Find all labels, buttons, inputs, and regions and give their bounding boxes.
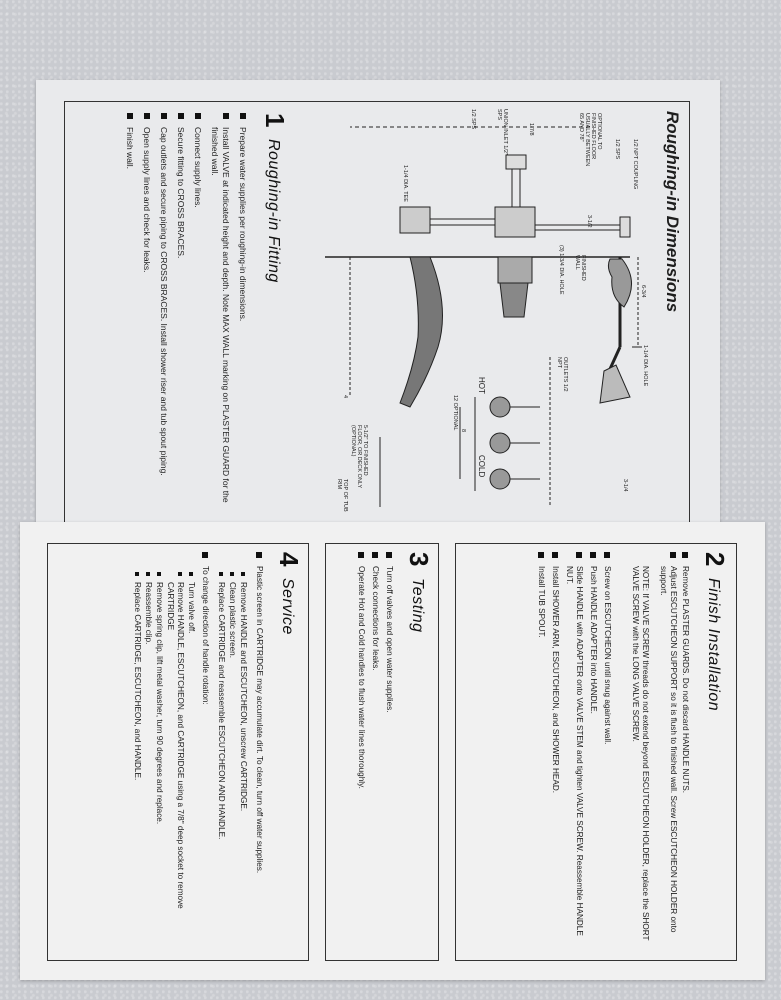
rotation-step: Remove HANDLE, ESCUTCHEON, and CARTRIDGE… bbox=[165, 572, 185, 948]
step-1-item: Open supply lines and check for leaks. bbox=[141, 113, 152, 509]
instructions-sheet: 2 Finish Installation Remove PLASTER GUA… bbox=[20, 522, 765, 980]
service-panel: 4 Service Plastic screen in CARTRIDGE ma… bbox=[47, 543, 309, 961]
testing-panel: 3 Testing Turn off valves and open water… bbox=[325, 543, 439, 961]
instructions-sheet-content: 2 Finish Installation Remove PLASTER GUA… bbox=[27, 531, 757, 971]
dim-4: 4 bbox=[342, 395, 348, 399]
step-4-body: Plastic screen in CARTRIDGE may accumula… bbox=[131, 552, 264, 948]
step-4-title: Service bbox=[279, 578, 296, 635]
step-1-number: 1 bbox=[260, 113, 290, 128]
dim-3-1-2: 3-1/2 bbox=[586, 215, 592, 228]
step-1-item: Prepare water supplies per roughing-in d… bbox=[237, 113, 248, 509]
tub-rim-label: TOP OF TUB RIM bbox=[336, 479, 348, 512]
step-2-item: Adjust ESCUTCHEON SUPPORT so it is flush… bbox=[658, 552, 678, 948]
step-3-number: 3 bbox=[404, 552, 434, 567]
step-2-item: Push HANDLE ADAPTER into HANDLE. bbox=[588, 552, 598, 948]
step-2-item: Slide HANDLE with ADAPTER onto VALVE STE… bbox=[564, 552, 584, 948]
floor-note-label: 5-1/2" TO FINISHED FLOOR, OR DECK ONLY (… bbox=[350, 425, 368, 489]
sps-bottom-label: 1/2 SPS bbox=[470, 109, 476, 130]
cold-label: COLD bbox=[477, 455, 486, 478]
cold-valve bbox=[489, 468, 540, 490]
step-1-item: Install VALVE at indicated height and de… bbox=[209, 113, 231, 509]
step-2-item: Install TUB SPOUT. bbox=[536, 552, 546, 948]
rotation-steps-list: Turn valve off. Remove HANDLE, ESCUTCHEO… bbox=[132, 572, 196, 948]
dim-8: 8 bbox=[460, 429, 466, 433]
step-2-list: Remove PLASTER GUARDS. Do not discard HA… bbox=[652, 552, 690, 948]
clean-step: Replace CARTRIDGE and reassemble ESCUTCH… bbox=[216, 572, 226, 948]
dim-3-1-4: 3-1/4 bbox=[622, 479, 628, 492]
step-3-title: Testing bbox=[409, 578, 426, 633]
clean-steps-list: Remove HANDLE and ESCUTCHEON, unscrew CA… bbox=[216, 572, 248, 948]
step-2-item: Remove PLASTER GUARDS. Do not discard HA… bbox=[680, 552, 690, 948]
union-inlet-label: UNION INLET 1/2" SPS bbox=[496, 109, 508, 155]
step-2-list-continued: Screw on ESCUTCHEON until snug against w… bbox=[532, 552, 612, 948]
tee-label: 1-1/4 DIA. TEE bbox=[402, 165, 408, 202]
step-1-list: Prepare water supplies per roughing-in d… bbox=[118, 113, 248, 509]
clean-step: Clean plastic screen. bbox=[227, 572, 237, 948]
bullet-marker bbox=[256, 552, 262, 558]
bullet-marker bbox=[202, 552, 208, 558]
dim-12-optional: 12 OPTIONAL bbox=[452, 395, 458, 431]
finish-installation-panel: 2 Finish Installation Remove PLASTER GUA… bbox=[455, 543, 737, 961]
rotation-intro-text: To change direction of handle rotation: bbox=[201, 566, 210, 705]
roughing-in-dimensions-title: Roughing-in Dimensions bbox=[663, 111, 682, 313]
step-1-item: Secure fitting to CROSS BRACES. bbox=[175, 113, 186, 509]
step-2-note: NOTE: If VALVE SCREW threads do not exte… bbox=[631, 566, 650, 941]
optional-floor-label: OPTIONAL TO FINISHED FLOOR USUALLY BETWE… bbox=[578, 113, 602, 167]
step-2-item: Screw on ESCUTCHEON until snug against w… bbox=[602, 552, 612, 948]
step-4-intro: Plastic screen in CARTRIDGE may accumula… bbox=[254, 552, 264, 948]
roughing-in-sheet: Roughing-in Dimensions bbox=[36, 80, 720, 542]
hot-valve bbox=[489, 396, 540, 418]
rotation-step: Reassemble clip. bbox=[143, 572, 153, 948]
step-4-number: 4 bbox=[274, 552, 304, 567]
step-2-number: 2 bbox=[700, 552, 730, 567]
finished-wall-label: FINISHED WALL bbox=[574, 255, 586, 281]
step-2-title: Finish Installation bbox=[705, 578, 722, 712]
roughing-in-diagram bbox=[325, 126, 642, 507]
step-3-item: Operate Hot and Cold handles to flush wa… bbox=[356, 552, 366, 948]
center-valve bbox=[489, 432, 540, 454]
dim-1-7-8: 1-7/8 bbox=[528, 123, 534, 136]
rotation-step: Replace CARTRIDGE, ESCUTCHEON, and HANDL… bbox=[132, 572, 142, 948]
step-1-item: Connect supply lines. bbox=[192, 113, 203, 509]
dia-hole-label: 1-1/4 DIA. HOLE bbox=[642, 345, 648, 387]
step-2-item: Install SHOWER ARM, ESCUTCHEON, and SHOW… bbox=[550, 552, 560, 948]
step-4-intro-text: Plastic screen in CARTRIDGE may accumula… bbox=[255, 566, 264, 874]
step-3-list: Turn off valves and open water supplies.… bbox=[352, 552, 394, 948]
clean-step: Remove HANDLE and ESCUTCHEON, unscrew CA… bbox=[238, 572, 248, 948]
sps-top-label: 1/2 SPS bbox=[614, 139, 620, 160]
rotation-intro: To change direction of handle rotation: bbox=[200, 552, 210, 948]
step-1-title: Roughing-in Fitting bbox=[265, 139, 282, 283]
coupling-label: 1/2 NPT COUPLING bbox=[632, 139, 638, 190]
step-1-item: Cap outlets and secure piping to CROSS B… bbox=[158, 113, 169, 509]
hot-label: HOT bbox=[477, 377, 486, 394]
rotation-step: Remove spring clip, lift metal washer, t… bbox=[154, 572, 164, 948]
step-3-item: Turn off valves and open water supplies. bbox=[384, 552, 394, 948]
step-3-item: Check connections for leaks. bbox=[370, 552, 380, 948]
rotation-step: Turn valve off. bbox=[186, 572, 196, 948]
three-holes-label: (3) 1-3/4 DIA. HOLE bbox=[558, 245, 564, 295]
roughing-in-sheet-content: Roughing-in Dimensions bbox=[58, 95, 698, 527]
step-1-item: Finish wall. bbox=[124, 113, 135, 509]
outlets-label: OUTLETS 1/2 NPT bbox=[556, 357, 568, 392]
dim-6-3-4: 6-3/4 bbox=[640, 285, 646, 298]
